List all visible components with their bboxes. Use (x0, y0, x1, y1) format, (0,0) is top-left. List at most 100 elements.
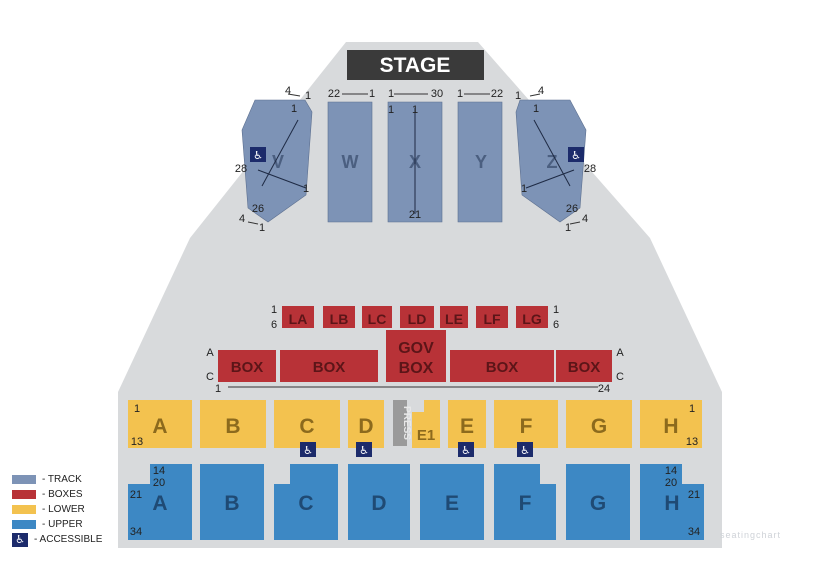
box-section-main[interactable] (556, 350, 612, 382)
wheelchair-icon (250, 147, 266, 162)
upper-section-c[interactable] (274, 464, 338, 540)
track-row-number: 1 (515, 90, 521, 102)
box-row-number: 6 (271, 319, 277, 331)
upper-row-number: 34 (130, 526, 142, 538)
lower-section-label: G (591, 415, 607, 438)
upper-section-label: B (224, 492, 239, 515)
upper-row-number: 21 (130, 489, 142, 501)
track-row-number: 28 (235, 163, 247, 175)
row-range-dash (529, 93, 541, 97)
upper-section-label: F (519, 492, 532, 515)
legend-swatch (12, 520, 36, 529)
lower-section-b[interactable] (200, 400, 266, 448)
legend-swatch (12, 490, 36, 499)
press-label: PRESS (401, 406, 412, 440)
upper-row-number: 20 (665, 477, 677, 489)
box-section-lb[interactable] (323, 306, 355, 328)
row-range-dash (569, 221, 581, 225)
gov-box-label: GOV (398, 340, 434, 357)
box-row-number: 24 (598, 383, 610, 395)
box-section-main[interactable] (218, 350, 276, 382)
lower-section-d[interactable] (348, 400, 384, 448)
upper-section-a[interactable] (128, 464, 192, 540)
track-section-label-v: V (272, 152, 284, 172)
lower-section-e1[interactable] (412, 400, 440, 448)
track-row-number: 26 (566, 203, 578, 215)
box-section-label: LA (289, 311, 308, 327)
box-section-label: LF (483, 311, 501, 327)
box-section-lg[interactable] (516, 306, 548, 328)
box-section-label: LD (408, 311, 427, 327)
legend-label: - BOXES (42, 489, 83, 500)
aisle-line (525, 169, 575, 189)
gov-box-label: BOX (399, 360, 434, 377)
lower-section-g[interactable] (566, 400, 632, 448)
upper-section-label: A (152, 492, 167, 515)
upper-section-g[interactable] (566, 464, 630, 540)
stage-block (347, 50, 484, 80)
lower-section-e[interactable] (448, 400, 486, 448)
wheelchair-glyph: ♿ (461, 444, 471, 457)
upper-section-e[interactable] (420, 464, 484, 540)
legend-label: - LOWER (42, 504, 85, 515)
box-section-label: BOX (231, 359, 264, 376)
legend-swatch (12, 475, 36, 484)
lower-row-number: 13 (686, 436, 698, 448)
upper-section-h[interactable] (640, 464, 704, 540)
aisle-line (257, 169, 307, 189)
box-section-la[interactable] (282, 306, 314, 328)
press-box (393, 400, 407, 446)
box-section-main[interactable] (450, 350, 554, 382)
wheelchair-glyph: ♿ (303, 444, 313, 457)
track-row-number: 22 (328, 88, 340, 100)
legend-label: - TRACK (42, 474, 82, 485)
track-section-z[interactable] (515, 99, 587, 223)
upper-row-number: 20 (153, 477, 165, 489)
track-row-number: 1 (521, 183, 527, 195)
aisle-line (261, 119, 299, 187)
lower-row-number: 1 (134, 403, 140, 415)
lower-section-c[interactable] (274, 400, 340, 448)
track-section-v[interactable] (241, 99, 313, 223)
wheelchair-glyph: ♿ (520, 444, 530, 457)
upper-section-d[interactable] (348, 464, 410, 540)
track-row-number: 22 (491, 88, 503, 100)
lower-section-a[interactable] (128, 400, 192, 448)
legend-item: - TRACK (12, 472, 102, 487)
lower-section-label: F (520, 415, 533, 438)
track-row-number: 1 (259, 222, 265, 234)
gov-box-section[interactable] (386, 330, 446, 382)
legend-item: ♿- ACCESSIBLE (12, 532, 102, 547)
box-row-number: A (616, 347, 624, 359)
box-section-lf[interactable] (476, 306, 508, 328)
track-row-number: 4 (538, 85, 544, 97)
track-row-number: 4 (239, 213, 245, 225)
box-section-label: BOX (568, 359, 601, 376)
box-section-ld[interactable] (400, 306, 434, 328)
track-section-label-y: Y (475, 152, 487, 172)
upper-section-b[interactable] (200, 464, 264, 540)
box-row-number: 1 (271, 304, 277, 316)
box-section-le[interactable] (440, 306, 468, 328)
track-row-number: 4 (285, 85, 291, 97)
box-row-number: 6 (553, 319, 559, 331)
box-row-number: A (206, 347, 214, 359)
track-row-number: 1 (565, 222, 571, 234)
box-section-label: BOX (313, 359, 346, 376)
box-section-main[interactable] (280, 350, 378, 382)
watermark: seatingchart (720, 530, 782, 540)
lower-section-f[interactable] (494, 400, 558, 448)
track-section-y[interactable] (457, 101, 503, 223)
lower-section-label: H (663, 415, 678, 438)
track-row-number: 1 (369, 88, 375, 100)
lower-row-number: 13 (131, 436, 143, 448)
lower-section-label: A (152, 415, 167, 438)
upper-section-f[interactable] (494, 464, 556, 540)
wheelchair-icon (517, 442, 533, 457)
track-row-number: 1 (457, 88, 463, 100)
upper-row-number: 21 (688, 489, 700, 501)
box-section-lc[interactable] (362, 306, 392, 328)
lower-section-h[interactable] (640, 400, 702, 448)
track-section-w[interactable] (327, 101, 373, 223)
